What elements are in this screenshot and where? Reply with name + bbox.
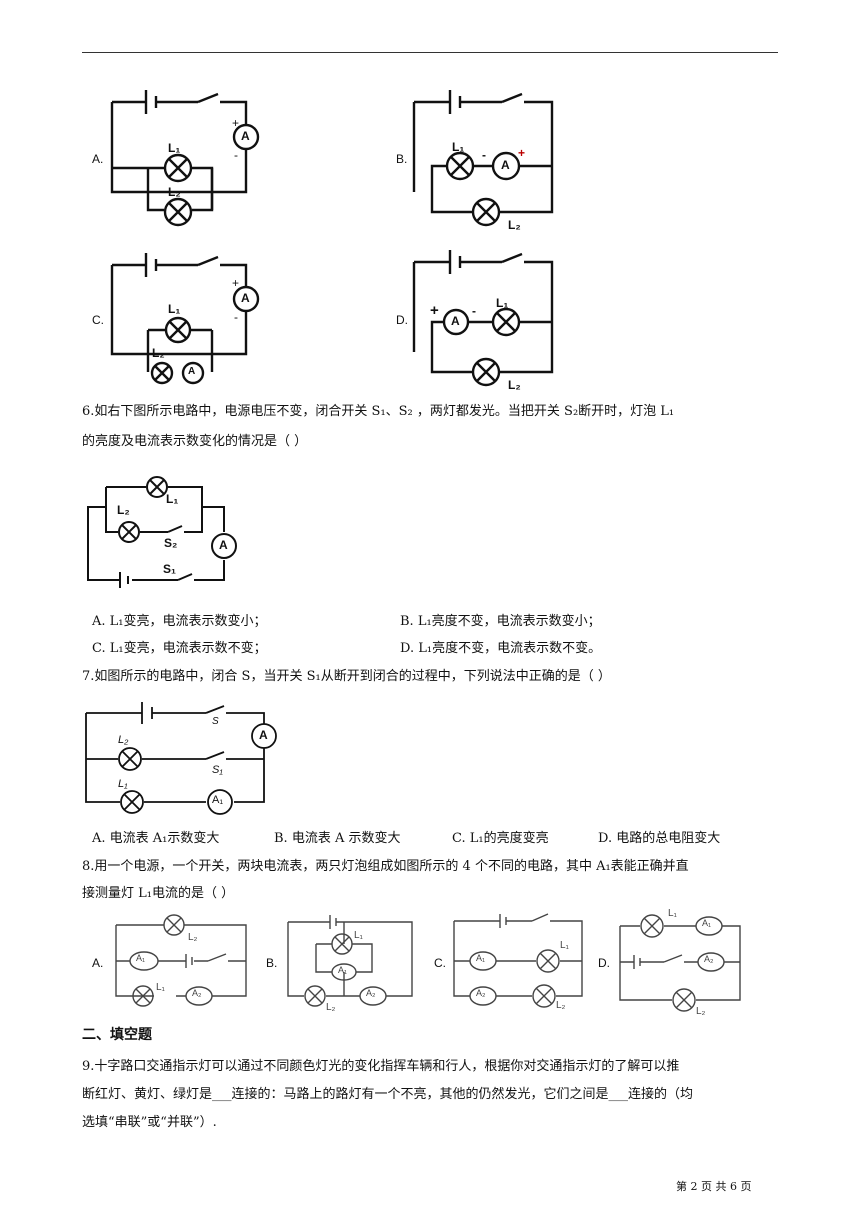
q7-option-b: B. 电流表 A 示数变大: [274, 831, 401, 846]
q9-line3: 选填“串联”或“并联”）.: [82, 1115, 217, 1130]
q8a-a2: A₂: [192, 988, 202, 998]
q7-l1: L₁: [118, 778, 128, 790]
plus-5b: +: [518, 146, 526, 160]
q7-ammeter-a1: A₁: [212, 794, 224, 806]
q6-option-b: B. L₁亮度不变，电流表示数变小；: [400, 614, 601, 629]
q6-l2: L₂: [117, 503, 130, 517]
l1-5c: L₁: [168, 302, 181, 316]
q6-stem-line1: 6.如右下图所示电路中，电源电压不变，闭合开关 S₁、S₂ ，两灯都发光。当把开…: [82, 404, 675, 419]
plus-5c: +: [232, 276, 240, 290]
circuit-5a: [110, 90, 260, 227]
q8-stem-line1: 8.用一个电源，一个开关，两块电流表，两只灯泡组成如图所示的 4 个不同的电路，…: [82, 859, 689, 874]
section-heading: 二、填空题: [82, 1027, 152, 1043]
q8d-a1: A₁: [702, 918, 712, 928]
q7-l2: L₂: [118, 734, 129, 746]
q5-label-a: A.: [92, 152, 104, 166]
q8-label-b: B.: [266, 956, 278, 970]
l1-5d: L₁: [496, 296, 509, 310]
circuit-8d: [619, 914, 741, 1012]
q5-label-d: D.: [396, 313, 408, 327]
circuit-5b: [412, 90, 554, 227]
minus-5a: -: [234, 148, 238, 162]
ammeter-5a: A: [241, 129, 250, 143]
l2-5d: L₂: [508, 378, 521, 392]
ammeter-5d: A: [451, 314, 460, 328]
q6-ammeter: A: [219, 538, 228, 552]
header-rule: [82, 52, 778, 53]
q8c-a1: A₁: [476, 953, 486, 963]
q6-s1: S₁: [163, 562, 176, 576]
l1-5a: L₁: [168, 141, 181, 155]
circuit-q7: [85, 702, 277, 815]
l2-5c: L₂: [152, 346, 165, 360]
q6-option-c: C. L₁变亮，电流表示数不变；: [92, 641, 267, 656]
q6-s2: S₂: [164, 536, 178, 550]
page-footer: 第 2 页 共 6 页: [676, 1180, 752, 1193]
q8b-a1: A₁: [338, 965, 348, 975]
q9-line2: 断红灯、黄灯、绿灯是___连接的：马路上的路灯有一个不亮，其他的仍然发光，它们之…: [82, 1087, 694, 1102]
minus-5b: -: [482, 148, 486, 162]
plus-5d: +: [430, 302, 439, 319]
q7-ammeter-a: A: [259, 728, 268, 742]
ammeter-5b: A: [501, 158, 510, 172]
q5-label-b: B.: [396, 152, 408, 166]
q6-stem-line2: 的亮度及电流表示数变化的情况是（ ）: [82, 434, 308, 449]
q5-label-c: C.: [92, 313, 104, 327]
q8b-l1: L₁: [354, 930, 363, 941]
q8c-a2: A₂: [476, 988, 486, 998]
q8-stem-line2: 接测量灯 L₁电流的是（ ）: [82, 886, 235, 901]
q8d-a2: A₂: [704, 954, 714, 964]
q8a-l1: L₁: [156, 982, 165, 993]
circuit-8a: [115, 914, 247, 1007]
l2-5b: L₂: [508, 218, 521, 232]
ammeter-5c: A: [241, 291, 250, 305]
q6-option-a: A. L₁变亮，电流表示数变小；: [92, 614, 267, 629]
plus-5a: +: [232, 116, 240, 130]
q8b-a2: A₂: [366, 988, 376, 998]
q9-line1: 9.十字路口交通指示灯可以通过不同颜色灯光的变化指挥车辆和行人，根据你对交通指示…: [82, 1059, 680, 1074]
q8d-l2: L₂: [696, 1006, 706, 1017]
q7-s1: S₁: [212, 764, 223, 776]
q8c-l2: L₂: [556, 1000, 566, 1011]
minus-5c: -: [234, 310, 238, 324]
circuit-8c: [453, 913, 583, 1008]
l2-5a: L₂: [168, 185, 181, 199]
q7-option-a: A. 电流表 A₁示数变大: [92, 831, 220, 846]
q8-label-c: C.: [434, 956, 446, 970]
q8a-l2: L₂: [188, 932, 198, 943]
q7-stem: 7.如图所示的电路中，闭合 S，当开关 S₁从断开到闭合的过程中，下列说法中正确…: [82, 669, 611, 684]
q8c-l1: L₁: [560, 940, 569, 951]
q7-s: S: [212, 716, 219, 727]
q8a-a1: A₁: [136, 953, 146, 963]
circuit-8b: [287, 915, 413, 1007]
q6-option-d: D. L₁亮度不变，电流表示数不变。: [400, 641, 602, 656]
l1-5b: L₁: [452, 140, 465, 154]
minus-5d: -: [472, 304, 476, 318]
q8b-l2: L₂: [326, 1002, 336, 1013]
circuits-q8: [115, 913, 741, 1012]
q7-option-c: C. L₁的亮度变亮: [452, 831, 549, 846]
circuit-5c: [110, 253, 260, 385]
circuit-5d: [412, 250, 554, 387]
q6-l1: L₁: [166, 492, 179, 506]
circuit-q6: [87, 476, 237, 588]
q7-option-d: D. 电路的总电阻变大: [598, 831, 721, 846]
ammeter-5c-small: A: [188, 366, 196, 377]
q8d-l1: L₁: [668, 908, 677, 919]
q8-label-a: A.: [92, 956, 104, 970]
q8-label-d: D.: [598, 956, 610, 970]
